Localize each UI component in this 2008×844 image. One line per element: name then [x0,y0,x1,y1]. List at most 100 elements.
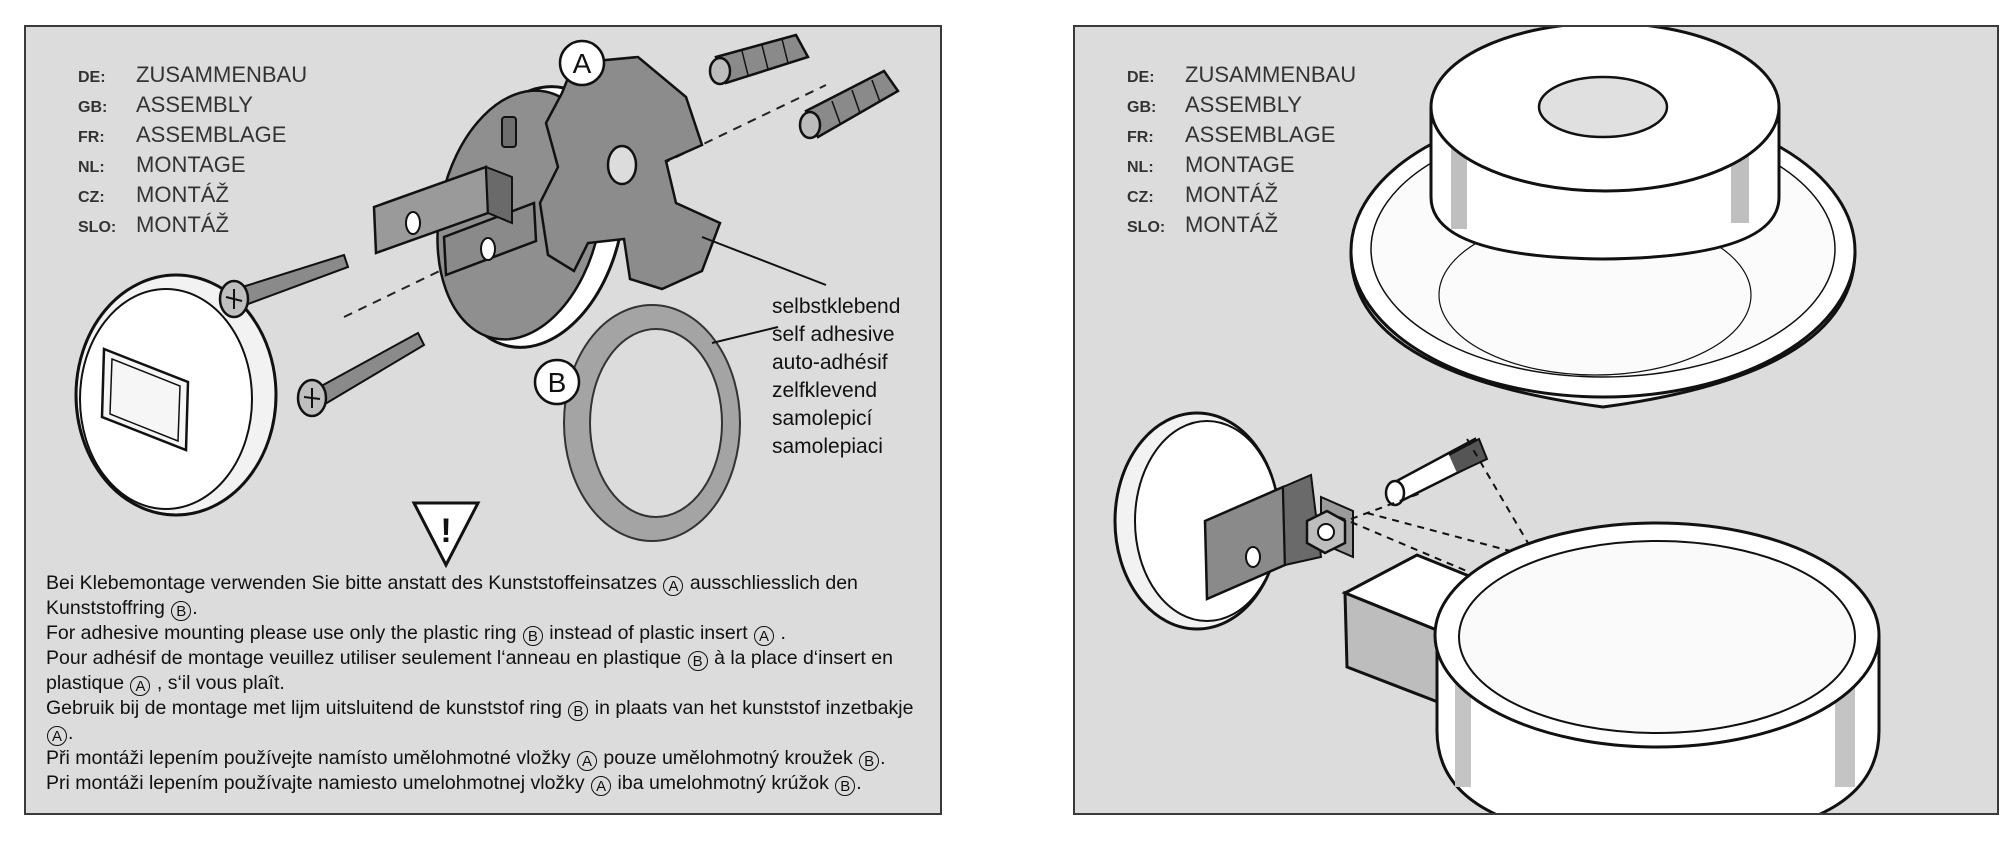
assembly-panel-left: A B ! DE:ZUSAMMENBAU GB: ASSEMBLY FR: ASSEMB… [24,25,942,815]
instruction-note: Gebruik bij de montage met lijm uitsluit… [46,696,926,746]
threaded-rod-drawing [1384,437,1489,507]
instruction-note: Pour adhésif de montage veuillez utilise… [46,646,926,696]
note-text: . [880,747,886,769]
note-text: . [68,722,74,744]
instruction-note: For adhesive mounting please use only th… [46,621,926,646]
self-adhesive-label: selbstklebend [772,295,901,318]
language-heading: ASSEMBLAGE [136,122,287,147]
soap-dish-drawing [1349,27,1857,409]
language-heading: ZUSAMMENBAU [136,62,308,87]
language-heading: MONTAGE [136,152,246,177]
language-row: NL: MONTAGE [1127,151,1356,181]
note-text: ausschliesslich den Kunststoffring [46,572,858,619]
circled-letter-icon: B [171,601,192,621]
instruction-note: Pri montáži lepením používajte namiesto … [46,771,926,796]
circled-letter-icon: A [663,576,684,596]
circled-letter-icon: B [859,751,880,771]
self-adhesive-label: auto-adhésif [772,351,888,374]
language-row: FR: ASSEMBLAGE [1127,121,1356,151]
language-code: GB: [1127,99,1157,116]
language-code: NL: [78,159,105,176]
circled-letter-icon: B [835,776,856,796]
self-adhesive-label: self adhesive [772,323,895,346]
language-code: FR: [78,129,105,146]
language-code: NL: [1127,159,1154,176]
note-text: For adhesive mounting please use only th… [46,622,522,644]
language-row: FR: ASSEMBLAGE [78,121,307,151]
assembly-panel-right: DE: ZUSAMMENBAU GB: ASSEMBLY FR: ASSEMBLAGE NL… [1073,25,1999,815]
svg-text:A: A [573,48,592,79]
note-text: pouze umělohmotný kroužek [598,747,859,769]
circled-letter-icon: A [577,751,597,771]
ring-holder-drawing [1341,521,1881,813]
wall-plug-upper-drawing [708,33,810,86]
language-row: DE: ZUSAMMENBAU [1127,61,1356,91]
svg-text:!: ! [440,512,451,550]
language-heading: MONTÁŽ [1185,182,1278,207]
language-code: GB: [78,99,108,116]
circled-letter-icon: A [591,776,612,796]
language-row: CZ: MONTÁŽ [78,181,307,211]
language-row: DE:ZUSAMMENBAU [78,61,307,91]
callout-b-icon: B [533,358,581,406]
plastic-ring-b-drawing [563,304,741,542]
wall-plug-lower-drawing [798,69,900,140]
self-adhesive-label: zelfklevend [772,379,878,402]
language-row: SLO: MONTÁŽ [1127,211,1356,241]
language-row: GB: ASSEMBLY [1127,91,1356,121]
language-code: SLO: [1127,219,1166,236]
self-adhesive-label: samolepicí [772,407,873,430]
self-adhesive-label: samolepiaci [772,435,883,458]
circled-letter-icon: A [130,676,151,696]
note-text: Pri montáži lepením používajte namiesto … [46,772,591,794]
note-text: instead of plastic insert [543,622,754,644]
svg-text:B: B [548,367,567,398]
language-row: GB: ASSEMBLY [78,91,307,121]
circled-letter-icon: A [754,626,775,646]
language-list-right: DE: ZUSAMMENBAU GB: ASSEMBLY FR: ASSEMBLAGE NL… [1127,61,1356,241]
rosette-drawing [1113,411,1354,631]
language-heading: ASSEMBLAGE [1185,122,1336,147]
instruction-note: Při montáži lepením používejte namísto u… [46,746,926,771]
note-text: Pour adhésif de montage veuillez utilise… [46,647,687,669]
language-heading: ASSEMBLY [1185,92,1302,117]
language-row: SLO: MONTÁŽ [78,211,307,241]
adhesive-mounting-notes: Bei Klebemontage verwenden Sie bitte ans… [46,571,926,796]
language-heading: ASSEMBLY [136,92,253,117]
language-code: SLO: [78,219,117,236]
note-text: iba umelohmotný krúžok [612,772,835,794]
note-text: . [192,597,198,619]
language-heading: MONTÁŽ [1185,212,1278,237]
language-list-left: DE:ZUSAMMENBAU GB: ASSEMBLY FR: ASSEMBLAGE NL… [78,61,307,241]
note-text: in plaats van het kunststof inzetbakje [589,697,914,719]
screw-upper-drawing [218,253,350,319]
note-text: à la place d‘insert en plastique [46,647,893,694]
note-text: , s‘il vous plaît. [151,672,285,694]
circled-letter-icon: B [687,651,708,671]
circled-letter-icon: B [568,701,589,721]
language-row: NL: MONTAGE [78,151,307,181]
instruction-note: Bei Klebemontage verwenden Sie bitte ans… [46,571,926,621]
language-heading: MONTÁŽ [136,182,229,207]
plastic-insert-a-drawing [538,55,722,291]
language-code: DE: [1127,69,1155,86]
wall-mount-exploded-drawing: A B ! [74,33,900,569]
note-text: . [775,622,786,644]
screw-lower-drawing [296,331,426,418]
note-text: Bei Klebemontage verwenden Sie bitte ans… [46,572,663,594]
note-text: . [856,772,862,794]
holder-assembly-drawing [1113,27,1881,813]
language-code: FR: [1127,129,1154,146]
warning-triangle-icon: ! [411,501,481,569]
language-code: CZ: [1127,189,1154,206]
note-text: Při montáži lepením používejte namísto u… [46,747,576,769]
cover-cap-drawing [74,273,278,517]
language-heading: MONTAGE [1185,152,1295,177]
callout-a-icon: A [558,39,606,87]
language-heading: MONTÁŽ [136,212,229,237]
language-code: CZ: [78,189,105,206]
language-heading: ZUSAMMENBAU [1185,62,1357,87]
language-row: CZ: MONTÁŽ [1127,181,1356,211]
circled-letter-icon: B [522,626,543,646]
note-text: Gebruik bij de montage met lijm uitsluit… [46,697,568,719]
